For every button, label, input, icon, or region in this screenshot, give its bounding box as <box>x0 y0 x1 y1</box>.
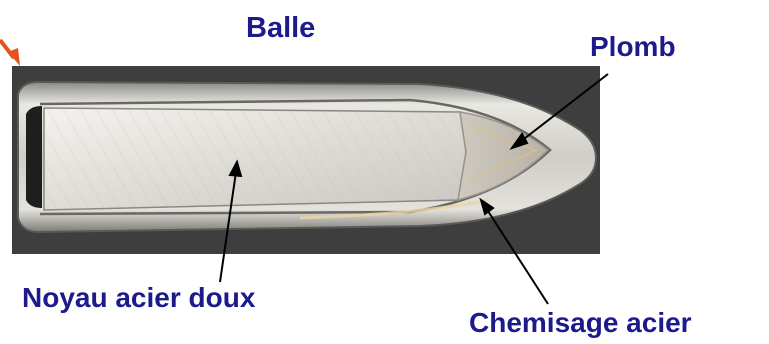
orange-pointer-arrow <box>0 40 20 66</box>
label-core: Noyau acier doux <box>22 284 255 312</box>
diagram-title: Balle <box>246 14 315 43</box>
base-cavity <box>26 106 42 208</box>
label-jacket: Chemisage acier <box>469 309 692 337</box>
label-plomb: Plomb <box>590 33 676 61</box>
